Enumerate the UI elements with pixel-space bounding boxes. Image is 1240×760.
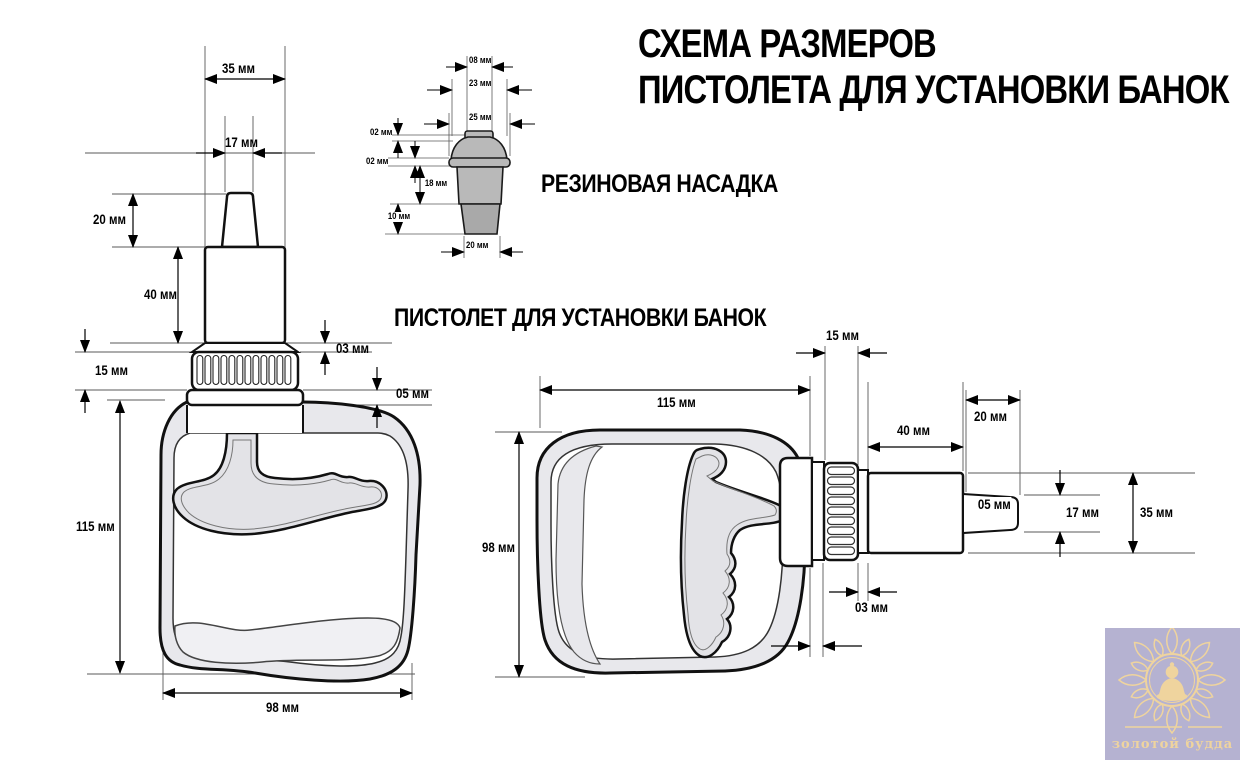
dim-label-side-body-length: 115 мм	[657, 394, 696, 410]
dim-label-nozzle-dome-width: 23 мм	[469, 78, 492, 89]
dim-label-side-barrel-height: 35 мм	[1140, 504, 1173, 520]
dim-label-front-top-width: 35 мм	[222, 60, 255, 76]
dim-label-side-body-height: 98 мм	[482, 539, 515, 555]
dim-label-front-collar-height: 15 мм	[95, 362, 128, 378]
dim-label-nozzle-flange-width: 25 мм	[469, 112, 492, 123]
dim-label-front-collar-lip: 03 мм	[336, 340, 369, 356]
dim-label-side-ring-width: 15 мм	[826, 327, 859, 343]
brand-logo: золотой будда	[1105, 625, 1240, 760]
dim-label-front-body-width: 98 мм	[266, 699, 299, 715]
page-title-line1: СХЕМА РАЗМЕРОВ	[638, 22, 937, 66]
dim-label-front-tip-height: 20 мм	[93, 211, 126, 227]
dim-label-nozzle-base-width: 20 мм	[466, 240, 489, 251]
dim-label-side-tip-step: 05 мм	[977, 496, 1012, 512]
dim-label-side-tip-height: 17 мм	[1066, 504, 1099, 520]
buddha-lotus-icon	[1117, 625, 1227, 735]
nozzle-view-drawing	[385, 56, 535, 258]
dim-label-front-barrel-height: 40 мм	[144, 286, 177, 302]
section-label-pistol: ПИСТОЛЕТ ДЛЯ УСТАНОВКИ БАНОК	[394, 304, 767, 332]
front-view-drawing	[75, 46, 432, 700]
dim-label-side-ring-lip: 03 мм	[855, 599, 888, 615]
section-label-rubber-nozzle: РЕЗИНОВАЯ НАСАДКА	[541, 170, 778, 198]
brand-logo-text: золотой будда	[1111, 737, 1234, 752]
dim-label-nozzle-flange-height: 02 мм	[366, 156, 389, 167]
dim-label-front-flange-height: 05 мм	[396, 385, 429, 401]
dim-label-side-tip-length: 20 мм	[974, 408, 1007, 424]
dim-label-nozzle-cap-width: 08 мм	[469, 55, 492, 66]
dim-label-front-tip-width: 17 мм	[225, 134, 258, 150]
side-view-drawing	[495, 346, 1195, 678]
dim-label-nozzle-skirt-height: 10 мм	[387, 211, 411, 222]
dim-label-nozzle-cap-height: 02 мм	[370, 127, 393, 138]
dim-label-nozzle-body-height: 18 мм	[424, 178, 448, 189]
dim-label-front-body-height: 115 мм	[76, 518, 115, 534]
page-title-line2: ПИСТОЛЕТА ДЛЯ УСТАНОВКИ БАНОК	[638, 68, 1229, 112]
dim-label-side-barrel-length: 40 мм	[897, 422, 930, 438]
